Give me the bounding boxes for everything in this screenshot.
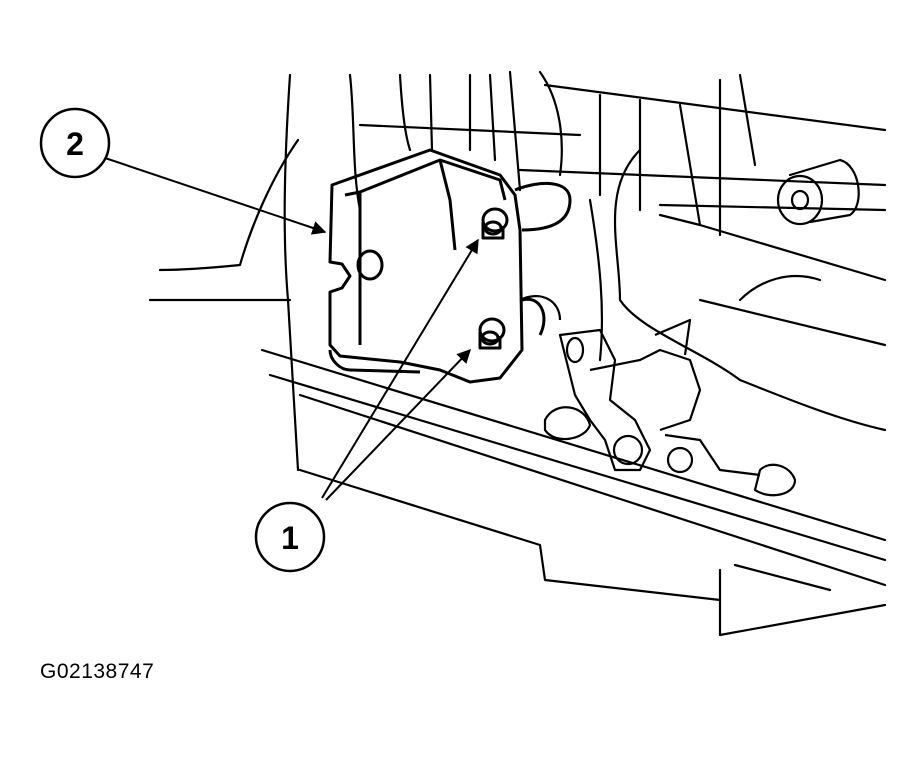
callout-number: 2 (66, 126, 84, 162)
leader-2 (104, 157, 327, 235)
figure-id-label: G02138747 (40, 660, 155, 683)
callout-number: 1 (281, 520, 299, 556)
leader-1-upper (321, 238, 479, 499)
switch-bracket (328, 148, 572, 384)
callout-2: 2 (39, 107, 111, 179)
shift-linkage (519, 295, 797, 497)
leader-1-lower (325, 348, 471, 501)
callout-leaders (104, 157, 479, 501)
callout-1: 1 (254, 501, 326, 573)
